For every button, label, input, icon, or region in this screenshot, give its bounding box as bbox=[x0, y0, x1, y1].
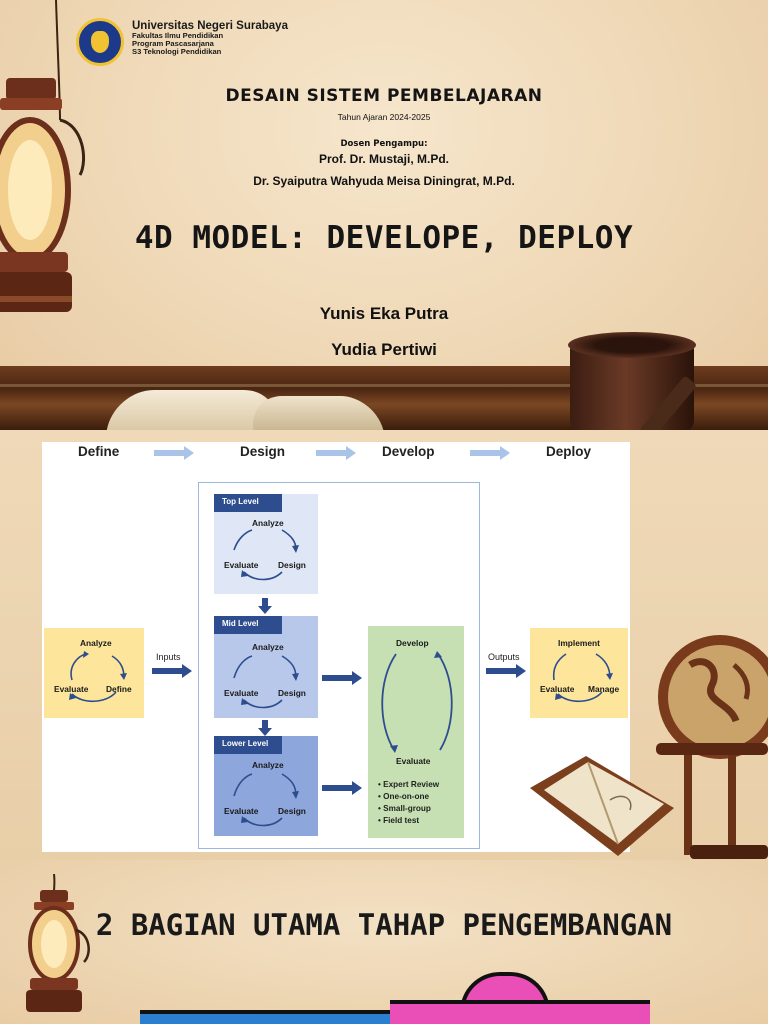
bullet-expert-review: • Expert Review bbox=[378, 780, 440, 789]
diagram-slide: Define Design Develop Deploy Analyze Eva… bbox=[0, 430, 768, 860]
cycle-arrows-icon bbox=[233, 655, 299, 709]
level-mid-title: Mid Level bbox=[214, 616, 282, 634]
section-slide: 2 BAGIAN UTAMA TAHAP PENGEMBANGAN bbox=[0, 860, 768, 1024]
puzzle-piece-pink bbox=[390, 1000, 650, 1024]
develop-label: Develop bbox=[396, 638, 429, 648]
level-top-evaluate: Evaluate bbox=[224, 560, 259, 570]
cycle-arrows-icon bbox=[233, 529, 299, 581]
level-top-analyze: Analyze bbox=[252, 518, 284, 528]
outputs-label: Outputs bbox=[488, 652, 520, 662]
develop-box: Develop Evaluate • Expert Review • One-o… bbox=[368, 626, 464, 838]
old-book-icon bbox=[530, 756, 674, 856]
phase-arrow-icon bbox=[470, 446, 510, 460]
down-arrow-icon bbox=[258, 720, 272, 736]
cycle-arrows-icon bbox=[233, 773, 299, 827]
inputs-arrow-icon bbox=[152, 664, 192, 678]
university-logo bbox=[76, 18, 124, 66]
define-analyze: Analyze bbox=[80, 638, 112, 648]
develop-cycle-icon bbox=[381, 651, 453, 753]
design-develop-frame bbox=[198, 482, 480, 849]
puzzle-piece-blue bbox=[140, 1010, 390, 1024]
lecturer-1: Prof. Dr. Mustaji, M.Pd. bbox=[318, 152, 449, 166]
lecturer-heading: Dosen Pengampu: bbox=[340, 139, 428, 149]
phase-define: Define bbox=[78, 444, 120, 459]
coffee-cup-icon bbox=[568, 332, 696, 430]
level-top-box: Top Level Analyze Evaluate Design bbox=[214, 494, 318, 594]
develop-evaluate-label: Evaluate bbox=[396, 756, 431, 766]
university-name: Universitas Negeri Surabaya bbox=[132, 20, 288, 32]
level-mid-analyze: Analyze bbox=[252, 642, 284, 652]
section-title: 2 BAGIAN UTAMA TAHAP PENGEMBANGAN bbox=[95, 908, 673, 942]
bullet-small-group: • Small-group bbox=[378, 804, 431, 813]
level-lower-design: Design bbox=[278, 806, 306, 816]
level-top-design: Design bbox=[278, 560, 306, 570]
cycle-arrows-icon bbox=[69, 651, 127, 703]
level-mid-box: Mid Level Analyze Evaluate Design bbox=[214, 616, 318, 718]
to-develop-arrow-icon bbox=[322, 781, 362, 795]
deploy-manage: Manage bbox=[588, 684, 620, 694]
define-define: Define bbox=[106, 684, 132, 694]
cover-slide: Universitas Negeri Surabaya Fakultas Ilm… bbox=[0, 0, 768, 430]
presentation-title: 4D MODEL: DEVELOPE, DEPLOY bbox=[134, 220, 634, 256]
inputs-label: Inputs bbox=[156, 652, 181, 662]
define-evaluate: Evaluate bbox=[54, 684, 89, 694]
phase-arrow-icon bbox=[154, 446, 194, 460]
globe-icon bbox=[656, 635, 768, 859]
level-mid-evaluate: Evaluate bbox=[224, 688, 259, 698]
faculty-name: Fakultas Ilmu Pendidikan bbox=[132, 31, 224, 41]
bullet-one-on-one: • One-on-one bbox=[378, 792, 430, 801]
outputs-arrow-icon bbox=[486, 664, 526, 678]
course-title: DESAIN SISTEM PEMBELAJARAN bbox=[225, 86, 543, 106]
university-info: Universitas Negeri Surabaya Fakultas Ilm… bbox=[132, 20, 288, 56]
program-name: Program Pascasarjana bbox=[132, 39, 214, 49]
level-lower-evaluate: Evaluate bbox=[224, 806, 259, 816]
to-develop-arrow-icon bbox=[322, 671, 362, 685]
study-name: S3 Teknologi Pendidikan bbox=[132, 47, 222, 56]
phase-design: Design bbox=[240, 444, 286, 459]
level-top-title: Top Level bbox=[214, 494, 282, 512]
deploy-evaluate: Evaluate bbox=[540, 684, 575, 694]
author-2: Yudia Pertiwi bbox=[331, 340, 437, 359]
cycle-arrows-icon bbox=[552, 653, 613, 703]
define-box: Analyze Evaluate Define bbox=[44, 628, 144, 718]
author-1: Yunis Eka Putra bbox=[319, 304, 449, 323]
bullet-field-test: • Field test bbox=[378, 816, 420, 825]
lecturer-2: Dr. Syaiputra Wahyuda Meisa Diningrat, M… bbox=[253, 174, 515, 188]
deploy-implement: Implement bbox=[558, 638, 600, 648]
phase-develop: Develop bbox=[382, 444, 435, 459]
level-lower-title: Lower Level bbox=[214, 736, 282, 754]
level-lower-box: Lower Level Analyze Evaluate Design bbox=[214, 736, 318, 836]
lantern-icon bbox=[0, 0, 85, 312]
level-mid-design: Design bbox=[278, 688, 306, 698]
lantern-icon bbox=[26, 874, 90, 1012]
down-arrow-icon bbox=[258, 598, 272, 614]
level-lower-analyze: Analyze bbox=[252, 760, 284, 770]
academic-year: Tahun Ajaran 2024-2025 bbox=[337, 112, 431, 122]
deploy-box: Implement Evaluate Manage bbox=[530, 628, 628, 718]
phase-deploy: Deploy bbox=[546, 444, 592, 459]
4d-model-diagram: Define Design Develop Deploy Analyze Eva… bbox=[42, 442, 630, 852]
phase-arrow-icon bbox=[316, 446, 356, 460]
